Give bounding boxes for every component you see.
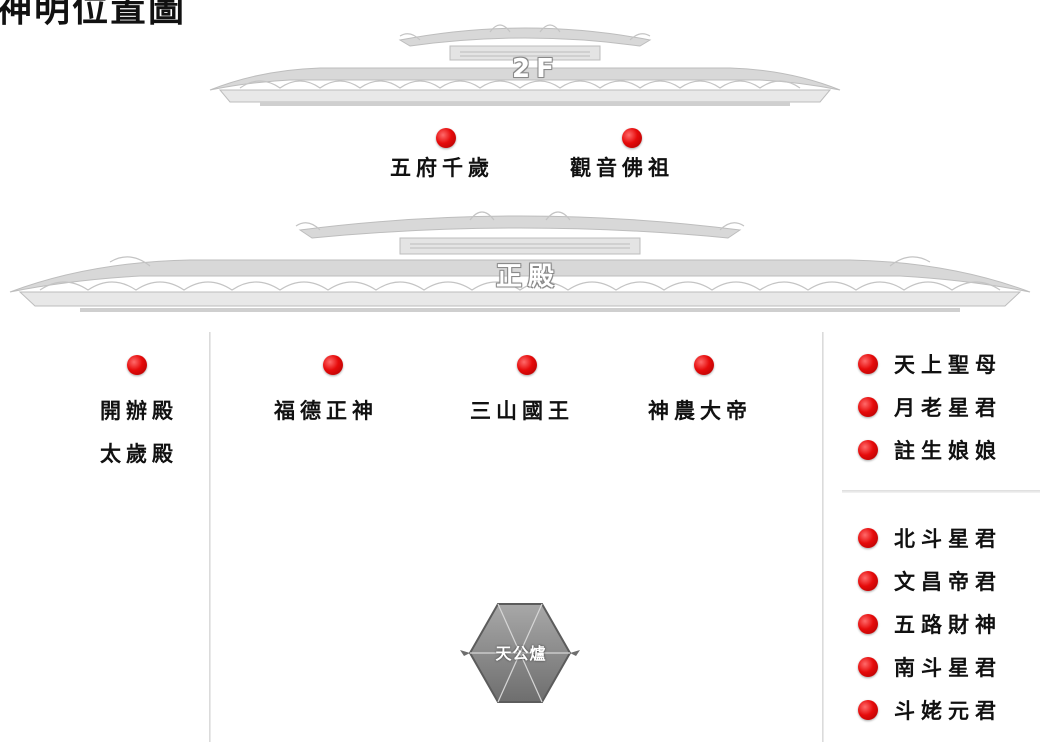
marker-dot-icon <box>436 128 456 148</box>
marker-dot-icon <box>858 657 878 677</box>
second-floor-label: 2F <box>512 54 560 84</box>
marker-dot-icon <box>858 571 878 591</box>
center-deity: 三山國王 <box>470 395 574 425</box>
right-list-item: 南斗星君 <box>858 653 1002 681</box>
right-list-item: 斗姥元君 <box>858 696 1002 724</box>
marker-dot-icon <box>127 355 147 375</box>
left-wing-item: 開辦殿 <box>100 395 178 425</box>
right-list-item: 月老星君 <box>858 393 1002 421</box>
marker-dot-icon <box>858 528 878 548</box>
marker-dot-icon <box>694 355 714 375</box>
marker-dot-icon <box>858 354 878 374</box>
right-list-label: 南斗星君 <box>894 652 1002 682</box>
left-wing-item: 太歲殿 <box>100 438 178 468</box>
right-section-divider <box>842 490 1040 493</box>
main-hall-label: 正殿 <box>496 256 560 293</box>
marker-dot-icon <box>858 614 878 634</box>
second-floor-deity: 觀音佛祖 <box>570 152 674 182</box>
marker-dot-icon <box>858 700 878 720</box>
page-title: 神明位置圖 <box>0 0 186 32</box>
right-list-label: 天上聖母 <box>894 349 1002 379</box>
right-list-label: 五路財神 <box>894 609 1002 639</box>
center-deity: 福德正神 <box>274 395 378 425</box>
marker-dot-icon <box>323 355 343 375</box>
right-list-label: 斗姥元君 <box>894 695 1002 725</box>
center-deity: 神農大帝 <box>648 395 752 425</box>
right-list-item: 五路財神 <box>858 610 1002 638</box>
right-list-item: 北斗星君 <box>858 524 1002 552</box>
marker-dot-icon <box>622 128 642 148</box>
marker-dot-icon <box>858 397 878 417</box>
right-divider <box>822 332 824 742</box>
marker-dot-icon <box>517 355 537 375</box>
right-list-label: 月老星君 <box>894 392 1002 422</box>
right-list-item: 天上聖母 <box>858 350 1002 378</box>
right-list-label: 文昌帝君 <box>894 566 1002 596</box>
incense-burner-label: 天公爐 <box>486 640 556 664</box>
right-list-item: 註生娘娘 <box>858 436 1002 464</box>
right-list-label: 北斗星君 <box>894 523 1002 553</box>
right-list-item: 文昌帝君 <box>858 567 1002 595</box>
second-floor-deity: 五府千歲 <box>390 152 494 182</box>
marker-dot-icon <box>858 440 878 460</box>
left-divider <box>209 332 211 742</box>
right-list-label: 註生娘娘 <box>894 435 1002 465</box>
